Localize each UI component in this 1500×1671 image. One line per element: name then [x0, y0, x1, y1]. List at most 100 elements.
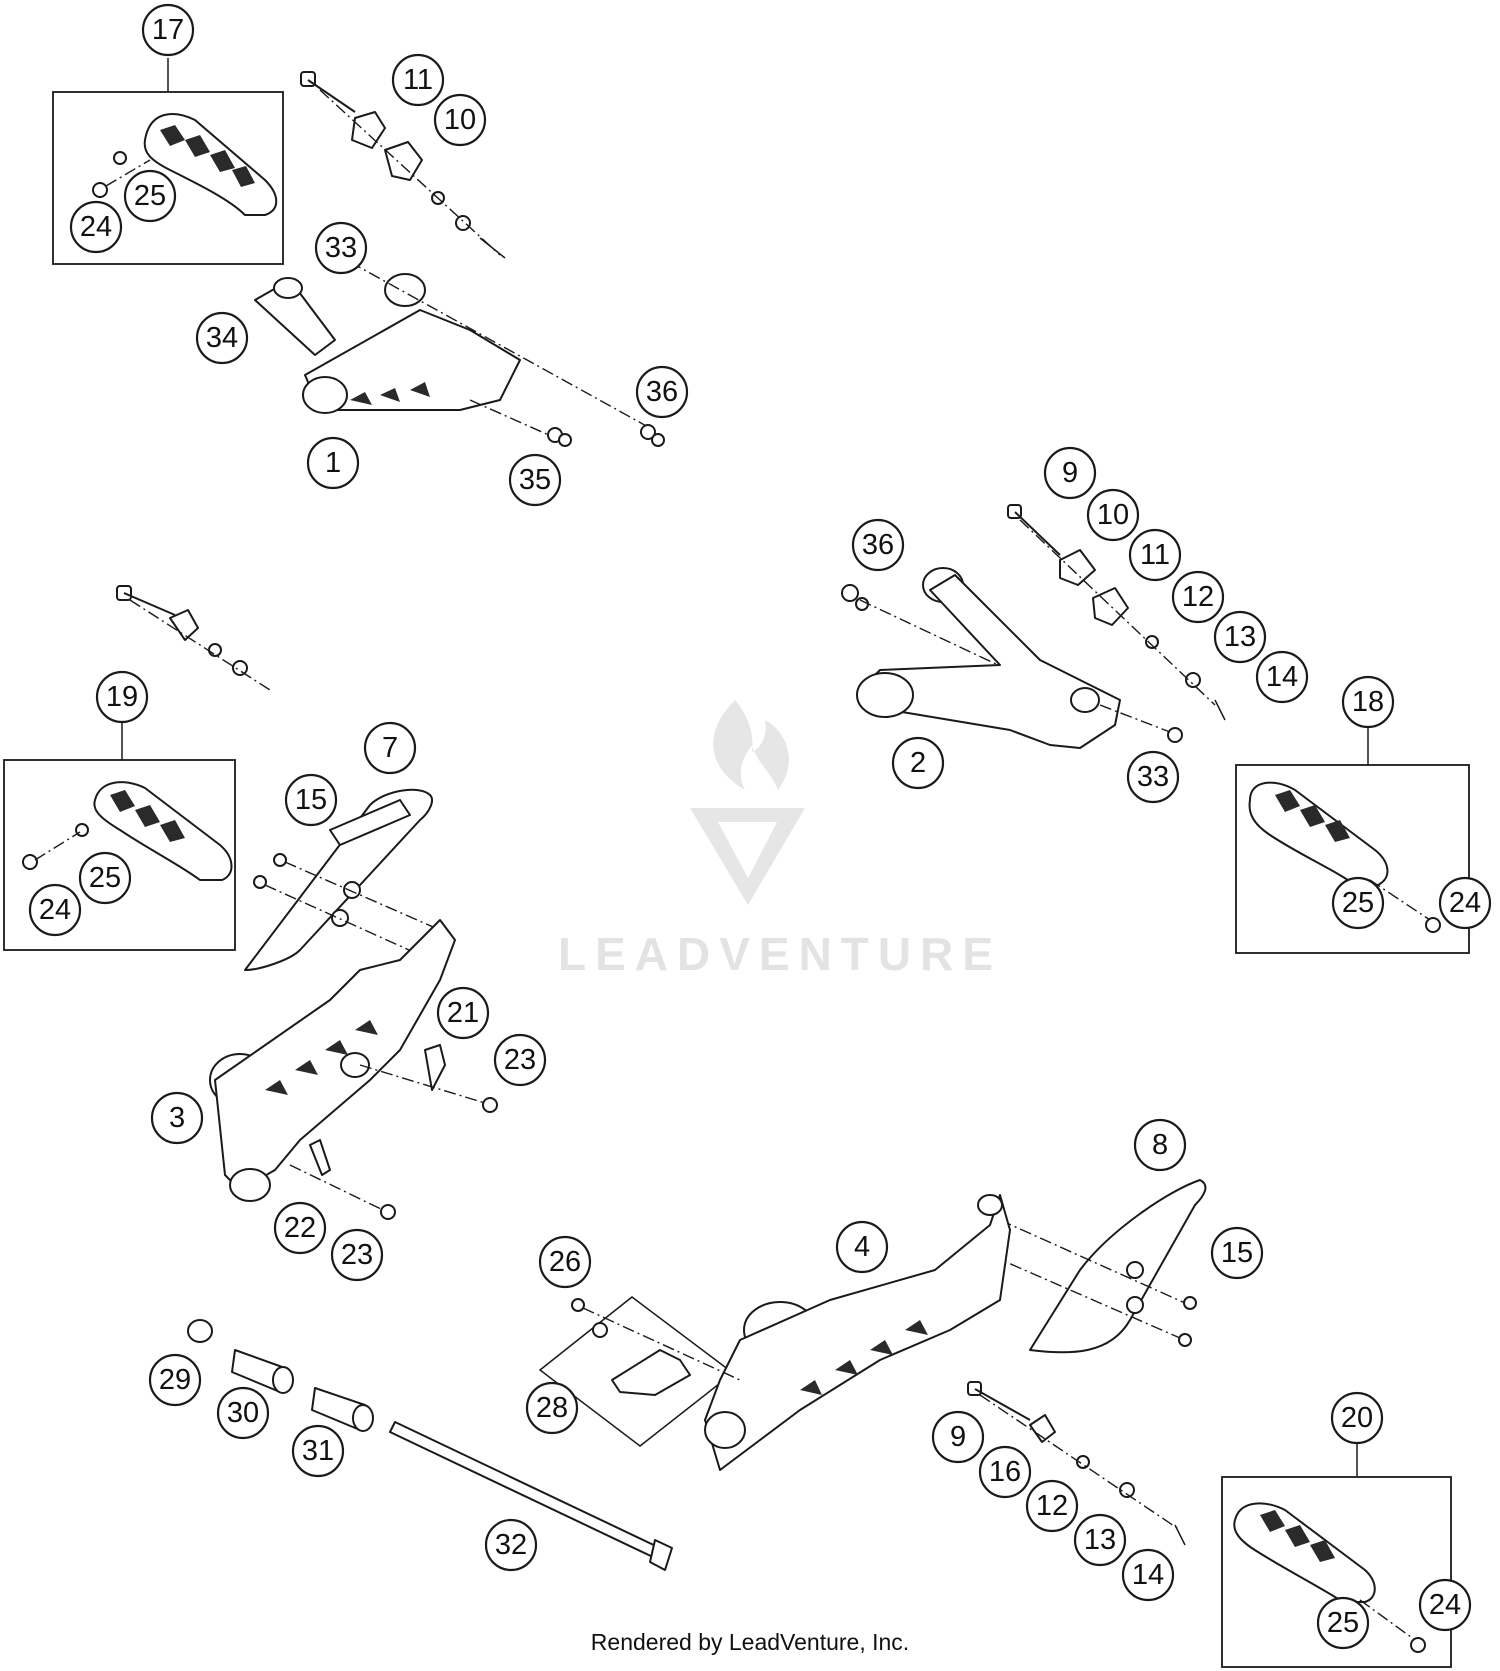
callout-14: 14 — [1121, 1548, 1175, 1602]
svg-text:12: 12 — [1036, 1490, 1068, 1522]
svg-text:14: 14 — [1266, 661, 1298, 693]
heel-guard-7 — [244, 788, 441, 971]
svg-text:25: 25 — [89, 862, 121, 894]
svg-text:4: 4 — [854, 1231, 870, 1263]
svg-text:16: 16 — [989, 1456, 1021, 1488]
svg-text:33: 33 — [325, 232, 357, 264]
pin-set-bottom — [967, 1381, 1186, 1546]
svg-text:18: 18 — [1352, 686, 1384, 718]
callout-12: 12 — [1025, 1479, 1079, 1533]
pad-28 — [571, 1298, 741, 1396]
svg-text:26: 26 — [549, 1246, 581, 1278]
svg-text:11: 11 — [403, 64, 433, 96]
callout-19: 19 — [95, 670, 149, 724]
svg-text:25: 25 — [1327, 1607, 1359, 1639]
callouts: 17 11 10 25 24 33 34 36 35 1 9 10 11 12 … — [28, 3, 1492, 1650]
svg-text:22: 22 — [284, 1212, 316, 1244]
svg-text:20: 20 — [1341, 1402, 1373, 1434]
svg-text:13: 13 — [1084, 1524, 1116, 1556]
callout-24: 24 — [28, 883, 82, 937]
credit-text: Rendered by LeadVenture, Inc. — [591, 1629, 909, 1655]
bracket-4 — [704, 1194, 1011, 1471]
callout-15: 15 — [1210, 1226, 1264, 1280]
svg-text:30: 30 — [227, 1397, 259, 1429]
callout-25: 25 — [1316, 1596, 1370, 1650]
callout-33: 33 — [1126, 750, 1180, 804]
callout-30: 30 — [216, 1386, 270, 1440]
leadventure-watermark: LEADVENTURE — [558, 700, 1002, 980]
callout-20: 20 — [1330, 1391, 1384, 1445]
pin-set-top — [300, 71, 506, 259]
svg-text:24: 24 — [80, 211, 112, 243]
callout-25: 25 — [123, 169, 177, 223]
callout-10: 10 — [433, 93, 487, 147]
callout-24: 24 — [69, 200, 123, 254]
svg-text:14: 14 — [1132, 1559, 1164, 1591]
callout-10: 10 — [1086, 488, 1140, 542]
svg-text:31: 31 — [302, 1435, 334, 1467]
svg-text:21: 21 — [447, 997, 479, 1029]
callout-4: 4 — [835, 1220, 889, 1274]
svg-text:35: 35 — [519, 464, 551, 496]
watermark-text: LEADVENTURE — [558, 928, 1002, 980]
callout-3: 3 — [150, 1091, 204, 1145]
svg-text:32: 32 — [495, 1529, 527, 1561]
svg-text:13: 13 — [1224, 621, 1256, 653]
svg-text:11: 11 — [1140, 539, 1170, 571]
callout-23: 23 — [330, 1228, 384, 1282]
svg-text:24: 24 — [1449, 887, 1481, 919]
svg-text:24: 24 — [1429, 1589, 1461, 1621]
callout-28: 28 — [525, 1381, 579, 1435]
callout-36: 36 — [635, 365, 689, 419]
svg-text:10: 10 — [444, 104, 476, 136]
heel-guard-8 — [989, 1179, 1207, 1354]
svg-text:9: 9 — [950, 1421, 966, 1453]
callout-23: 23 — [493, 1033, 547, 1087]
svg-text:10: 10 — [1097, 499, 1129, 531]
callout-16: 16 — [978, 1445, 1032, 1499]
callout-18: 18 — [1341, 675, 1395, 729]
callout-22: 22 — [273, 1201, 327, 1255]
svg-text:8: 8 — [1152, 1129, 1168, 1161]
callout-9: 9 — [931, 1410, 985, 1464]
svg-text:28: 28 — [536, 1392, 568, 1424]
svg-text:34: 34 — [206, 322, 238, 354]
callout-25: 25 — [78, 851, 132, 905]
svg-text:33: 33 — [1137, 761, 1169, 793]
bracket-2 — [841, 567, 1183, 749]
callout-24: 24 — [1418, 1578, 1472, 1632]
svg-text:23: 23 — [504, 1044, 536, 1076]
footpeg-19 — [22, 781, 233, 881]
svg-text:7: 7 — [382, 732, 398, 764]
svg-text:15: 15 — [1221, 1237, 1253, 1269]
callout-35: 35 — [508, 453, 562, 507]
callout-2: 2 — [891, 736, 945, 790]
callout-32: 32 — [484, 1518, 538, 1572]
callout-13: 13 — [1073, 1513, 1127, 1567]
svg-text:25: 25 — [134, 180, 166, 212]
svg-text:3: 3 — [169, 1102, 185, 1134]
callout-8: 8 — [1133, 1118, 1187, 1172]
bracket-1 — [254, 252, 665, 447]
callout-1: 1 — [306, 436, 360, 490]
callout-25: 25 — [1331, 876, 1385, 930]
callout-34: 34 — [195, 311, 249, 365]
svg-text:36: 36 — [646, 376, 678, 408]
callout-12: 12 — [1171, 570, 1225, 624]
callout-7: 7 — [363, 721, 417, 775]
shaft-32 — [389, 1421, 673, 1571]
callout-13: 13 — [1213, 610, 1267, 664]
callout-26: 26 — [538, 1235, 592, 1289]
assembly-box-17 — [52, 58, 284, 265]
pin-set-left — [116, 585, 271, 691]
svg-text:12: 12 — [1182, 581, 1214, 613]
svg-text:23: 23 — [341, 1239, 373, 1271]
callout-11: 11 — [391, 53, 445, 107]
callout-21: 21 — [436, 986, 490, 1040]
svg-text:25: 25 — [1342, 887, 1374, 919]
footpeg-17 — [92, 113, 278, 216]
svg-text:24: 24 — [39, 894, 71, 926]
callout-36: 36 — [851, 518, 905, 572]
bracket-3 — [209, 919, 498, 1220]
